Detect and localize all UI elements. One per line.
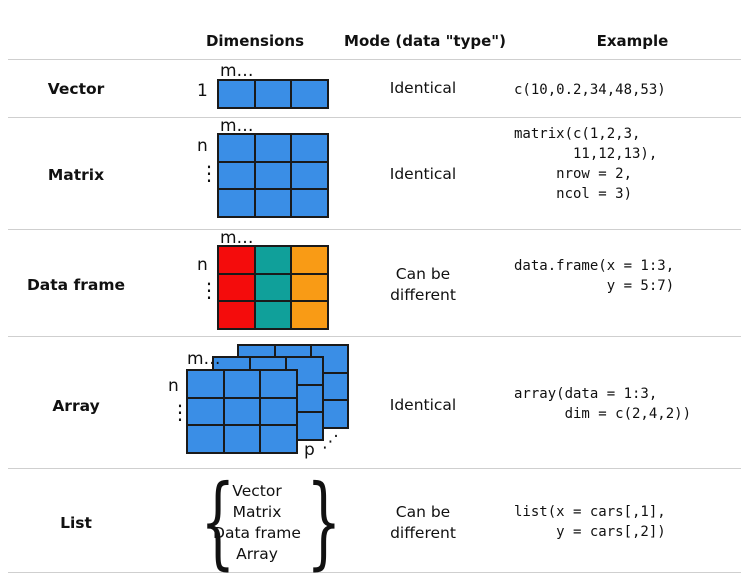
cell bbox=[255, 302, 291, 328]
cell bbox=[255, 247, 291, 273]
example-vector: c(10,0.2,34,48,53) bbox=[514, 82, 666, 98]
data-frame-graphic bbox=[217, 245, 329, 330]
mode-data-frame: Can be different bbox=[390, 265, 456, 304]
cell bbox=[219, 247, 254, 273]
dim-dots-label: ⋮ bbox=[199, 161, 219, 185]
cell bbox=[219, 135, 254, 161]
row-label-array: Array bbox=[52, 397, 100, 415]
list-item-vector: Vector bbox=[232, 482, 282, 500]
cell bbox=[255, 81, 291, 107]
dim-n-label: n bbox=[197, 136, 208, 156]
right-brace: } bbox=[306, 463, 342, 580]
cell bbox=[292, 274, 327, 301]
dim-m-label: m… bbox=[220, 228, 254, 248]
cell bbox=[255, 274, 291, 301]
example-array: array(data = 1:3, dim = c(2,4,2)) bbox=[514, 386, 692, 422]
cell bbox=[292, 162, 327, 189]
row-label-list: List bbox=[60, 514, 92, 532]
array-layer-front bbox=[186, 369, 298, 454]
dim-p-label: p bbox=[304, 440, 315, 460]
cell bbox=[219, 190, 254, 216]
example-matrix: matrix(c(1,2,3, 11,12,13), nrow = 2, nco… bbox=[514, 126, 658, 202]
dim-n-label: n bbox=[197, 255, 208, 275]
row-divider bbox=[8, 572, 741, 573]
cell bbox=[219, 162, 254, 189]
row-divider bbox=[8, 117, 741, 118]
mode-list: Can be different bbox=[390, 503, 456, 542]
cell bbox=[255, 190, 291, 216]
row-divider bbox=[8, 229, 741, 230]
cell bbox=[292, 190, 327, 216]
cell bbox=[292, 302, 327, 328]
list-item-matrix: Matrix bbox=[232, 503, 282, 521]
dim-dots-label: ⋮ bbox=[170, 400, 190, 424]
cell bbox=[255, 135, 291, 161]
header-dimensions: Dimensions bbox=[205, 32, 305, 50]
row-divider bbox=[8, 59, 741, 60]
cell bbox=[292, 135, 327, 161]
row-label-matrix: Matrix bbox=[47, 166, 105, 184]
cell bbox=[255, 162, 291, 189]
header-example: Example bbox=[596, 32, 669, 50]
row-divider bbox=[8, 468, 741, 469]
row-divider bbox=[8, 336, 741, 337]
dim-n-label: n bbox=[168, 376, 179, 396]
matrix-graphic bbox=[217, 133, 329, 218]
cell bbox=[292, 247, 327, 273]
dim-m-label: m… bbox=[220, 61, 254, 81]
list-item-array: Array bbox=[236, 545, 278, 563]
list-item-data-frame: Data frame bbox=[213, 524, 301, 542]
dim-m-label: m… bbox=[187, 349, 221, 369]
example-data-frame: data.frame(x = 1:3, y = 5:7) bbox=[514, 258, 675, 294]
header-mode: Mode (data "type") bbox=[344, 32, 506, 50]
dim-p-dots-label: ⋰ bbox=[322, 432, 339, 452]
cell bbox=[292, 81, 327, 107]
cell bbox=[219, 274, 254, 301]
example-list: list(x = cars[,1], y = cars[,2]) bbox=[514, 504, 666, 540]
dim-dots-label: ⋮ bbox=[199, 278, 219, 302]
row-label-vector: Vector bbox=[47, 80, 105, 98]
dim-m-label: m… bbox=[220, 116, 254, 136]
left-brace: { bbox=[200, 463, 236, 580]
row-label-data-frame: Data frame bbox=[26, 276, 126, 294]
cell bbox=[219, 81, 254, 107]
cell bbox=[219, 302, 254, 328]
dim-rows-label: 1 bbox=[197, 81, 208, 101]
vector-graphic bbox=[217, 79, 329, 109]
mode-array: Identical bbox=[389, 396, 457, 414]
mode-vector: Identical bbox=[389, 79, 457, 97]
mode-matrix: Identical bbox=[389, 165, 457, 183]
